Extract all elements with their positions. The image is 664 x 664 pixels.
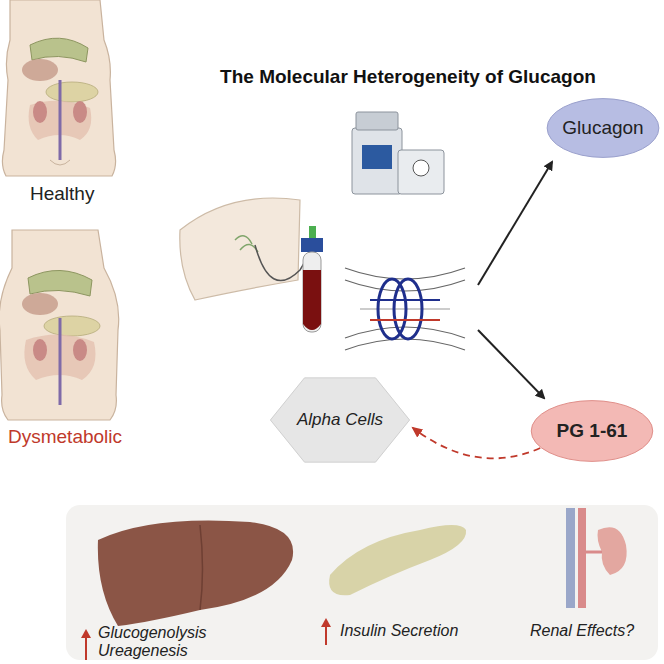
effect-label: Glucogenolysis bbox=[98, 624, 207, 642]
node-shape bbox=[531, 401, 653, 462]
orbitrap-analyzer bbox=[345, 268, 465, 350]
state-label: Dysmetabolic bbox=[8, 426, 122, 448]
healthy-torso bbox=[2, 0, 115, 176]
alpha-cells-hexagon: Alpha Cells bbox=[269, 377, 411, 463]
effect-label: Ureagenesis bbox=[98, 642, 188, 660]
dashed-arrow bbox=[413, 428, 540, 458]
output-arrow bbox=[478, 162, 552, 285]
pg-ellipse: PG 1-61 bbox=[530, 400, 654, 462]
node-label: PG 1-61 bbox=[557, 420, 628, 442]
node-shape bbox=[270, 378, 409, 462]
state-label: Healthy bbox=[30, 183, 94, 205]
mass-spectrometer bbox=[352, 112, 444, 194]
effect-label: Insulin Secretion bbox=[340, 622, 458, 640]
effects-panel bbox=[66, 505, 658, 660]
liver-illustration bbox=[98, 520, 293, 626]
title: The Molecular Heterogeneity of Glucagon bbox=[220, 66, 596, 88]
arm-blood-draw bbox=[180, 198, 323, 332]
dysmetabolic-torso bbox=[0, 230, 119, 420]
pancreas-illustration bbox=[329, 525, 466, 595]
node-label: Alpha Cells bbox=[297, 410, 383, 430]
increase-arrow bbox=[81, 618, 331, 660]
output-arrow bbox=[478, 330, 544, 398]
effect-label: Renal Effects? bbox=[530, 622, 634, 640]
node-label: Glucagon bbox=[562, 117, 643, 139]
kidney-illustration bbox=[566, 508, 627, 608]
glucagon-ellipse: Glucagon bbox=[546, 98, 660, 158]
node-shape bbox=[547, 99, 659, 158]
